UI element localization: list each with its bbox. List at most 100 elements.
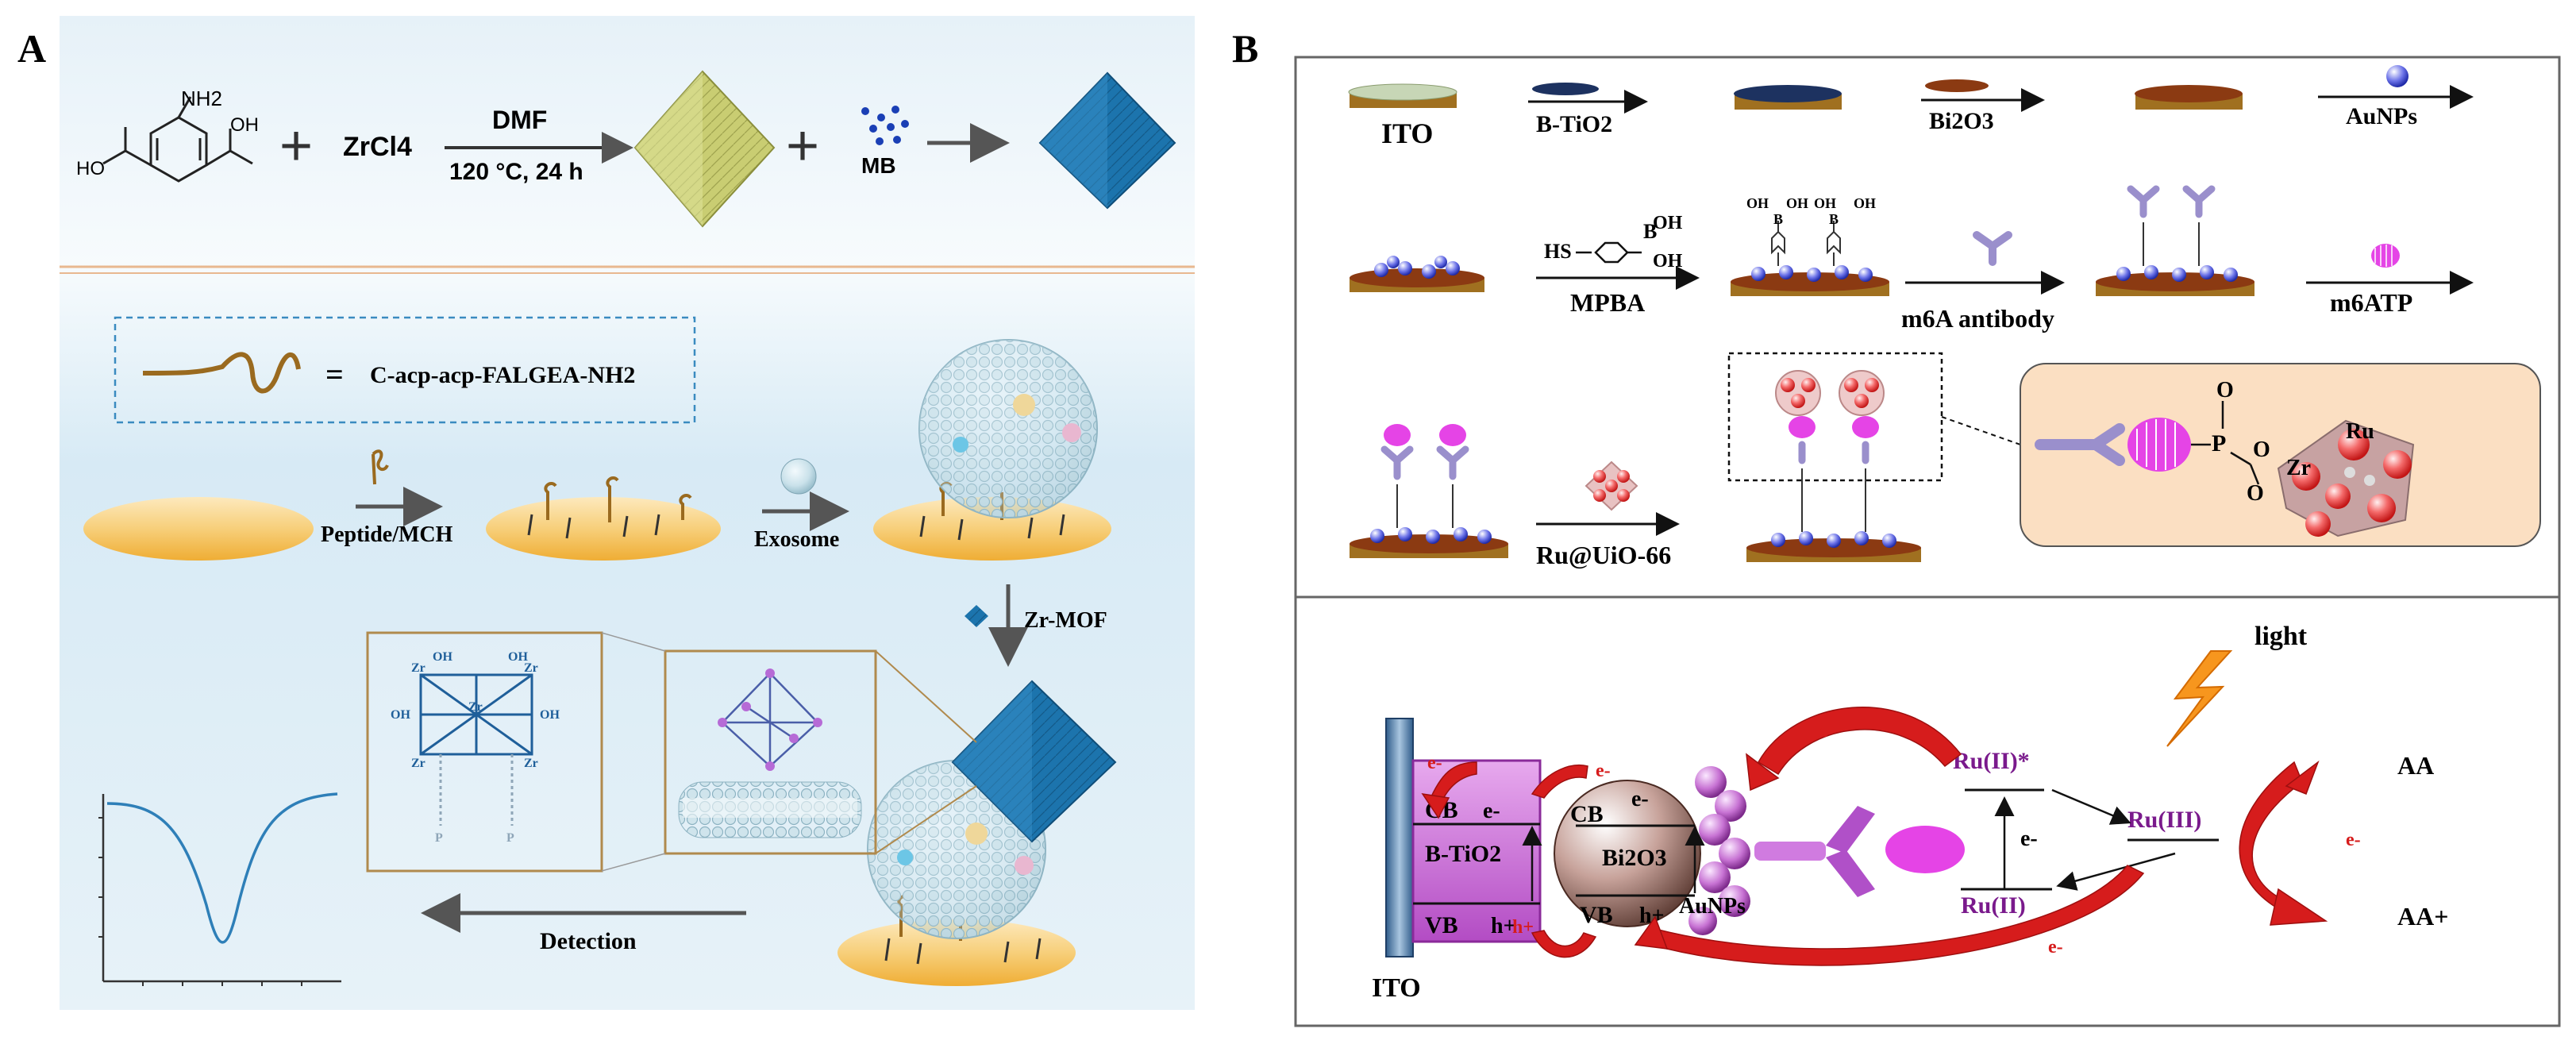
peptide-legend-box xyxy=(114,316,696,424)
step3-label: Zr-MOF xyxy=(1024,608,1107,633)
mpba-oh-2: OH xyxy=(1653,251,1683,272)
plus-sign-1: + xyxy=(279,114,313,178)
light-bolt-icon xyxy=(2166,650,2233,747)
peptide-modified-electrode xyxy=(486,497,721,561)
plus-sign-2: + xyxy=(786,114,819,178)
mpba-structure-icon xyxy=(1576,241,1642,264)
dpv-curve-plot xyxy=(98,792,341,986)
surface-oh-1: OH xyxy=(1746,195,1769,211)
zr-label: Zr xyxy=(2286,456,2311,480)
mechanism-m6atp xyxy=(1885,826,1965,873)
btio2-vb-hole: h+ xyxy=(1491,914,1516,938)
bi2o3-particle xyxy=(1554,780,1701,927)
aa-plus-label: AA+ xyxy=(2397,902,2448,930)
ru2-label: Ru(II) xyxy=(1961,892,2026,919)
antibody-label: m6A antibody xyxy=(1901,304,2054,333)
mechanism-ito-label: ITO xyxy=(1372,973,1421,1003)
phosphate-o-top: O xyxy=(2216,378,2234,403)
cluster-zr-4: Zr xyxy=(524,757,538,770)
binding-detail-box xyxy=(2020,363,2541,547)
cluster-oh-1: OH xyxy=(433,650,452,664)
mpba-b-label: B xyxy=(1643,220,1657,243)
panel-b-letter: B xyxy=(1232,26,1258,71)
mb-dots-icon xyxy=(861,106,909,145)
dpv-trace xyxy=(106,792,338,944)
btio2-band-label: B-TiO2 xyxy=(1425,841,1501,867)
ru-excitation-electron: e- xyxy=(2020,826,2038,851)
mechanism-aunps-label: AuNPs xyxy=(1679,894,1746,919)
mechanism-antibody xyxy=(1754,806,1875,897)
cluster-zr-1: Zr xyxy=(411,661,425,675)
binding-detail-mof xyxy=(2277,419,2415,537)
phosphate-p-label: P xyxy=(2212,430,2226,457)
panel-a-letter: A xyxy=(17,26,46,71)
left-carboxyl-label: HO xyxy=(76,158,105,179)
bi2o3-cb-electron: e- xyxy=(1631,787,1649,811)
cluster-oh-4: OH xyxy=(540,708,560,722)
surface-oh-3: OH xyxy=(1814,195,1836,211)
mpba-oh-1: OH xyxy=(1653,213,1683,233)
m6atp-label: m6ATP xyxy=(2330,288,2412,317)
ito-label: ITO xyxy=(1381,118,1433,149)
mb-label: MB xyxy=(861,153,896,178)
bi2o3-electron-injection: e- xyxy=(1596,761,1611,781)
linker-molecule xyxy=(102,96,253,183)
btio2-vb-label: VB xyxy=(1425,912,1458,938)
zr-cluster-structure xyxy=(419,673,533,826)
exosome-captured-electrode xyxy=(873,497,1111,561)
bi2o3-electrode xyxy=(2135,85,2243,110)
electron-flow-arrows xyxy=(1421,707,2328,966)
final-sensor-electrode xyxy=(1746,370,1921,562)
bi2o3-vb-label: VB xyxy=(1580,902,1613,928)
bi2o3-cb-label: CB xyxy=(1570,801,1604,827)
mpba-hs-label: HS xyxy=(1544,240,1572,263)
lipid-membrane xyxy=(678,781,862,838)
aa-electron-label: e- xyxy=(2346,830,2361,850)
m6atp-bound-electrode xyxy=(1350,424,1508,558)
bi2o3-band-label: Bi2O3 xyxy=(1602,845,1667,871)
bound-zr-mof xyxy=(951,680,1117,843)
ruuio-label: Ru@UiO-66 xyxy=(1536,541,1671,569)
ru3-label: Ru(III) xyxy=(2127,807,2201,833)
ru2-excited-label: Ru(II)* xyxy=(1953,748,2030,774)
cluster-zr-5: Zr xyxy=(468,700,483,714)
surface-oh-4: OH xyxy=(1854,195,1876,211)
light-label: light xyxy=(2254,622,2308,651)
step4-label: Detection xyxy=(540,928,637,954)
small-mof-icon xyxy=(965,605,988,627)
right-carboxyl-label: OH xyxy=(230,114,259,136)
aunps-label: AuNPs xyxy=(2346,103,2417,129)
phosphate-o-right: O xyxy=(2253,437,2270,462)
surface-oh-2: OH xyxy=(1786,195,1808,211)
bi2o3-icon xyxy=(1925,79,1989,92)
cluster-p-2: P xyxy=(506,831,514,845)
aunps-icon xyxy=(2386,65,2409,87)
binding-detail-antibody xyxy=(2035,423,2125,466)
mpba-label: MPBA xyxy=(1570,288,1645,317)
btio2-icon xyxy=(1532,83,1599,95)
step2-label: Exosome xyxy=(754,527,839,552)
cluster-zr-2: Zr xyxy=(524,661,538,675)
legend-equals: = xyxy=(325,356,344,392)
aa-label: AA xyxy=(2397,751,2434,780)
bare-gold-electrode xyxy=(83,497,314,561)
btio2-cb-electron: e- xyxy=(1483,799,1500,823)
m6atp-icon xyxy=(2371,244,2400,268)
ito-electrode-1 xyxy=(1348,83,1457,108)
captured-exosome xyxy=(918,339,1098,518)
peptide-sequence-label: C-acp-acp-FALGEA-NH2 xyxy=(370,362,635,388)
cluster-oh-2: OH xyxy=(508,650,528,664)
btio2-electron-injection: e- xyxy=(1427,753,1442,773)
zoom-region-box xyxy=(1727,352,1943,482)
antibody-electrode xyxy=(2096,185,2254,296)
aunps-cluster xyxy=(1688,766,1750,935)
final-electrode xyxy=(837,919,1076,986)
zrcl4-label: ZrCl4 xyxy=(343,132,412,162)
btio2-label: B-TiO2 xyxy=(1536,111,1612,137)
return-electron-label: e- xyxy=(2048,937,2063,957)
octahedral-node-icon xyxy=(721,672,819,768)
btio2-hole-transfer: h+ xyxy=(1512,917,1534,938)
ru-label: Ru xyxy=(2346,419,2374,444)
dmf-label: DMF xyxy=(492,106,547,134)
mpba-modified-electrode xyxy=(1731,221,1889,296)
